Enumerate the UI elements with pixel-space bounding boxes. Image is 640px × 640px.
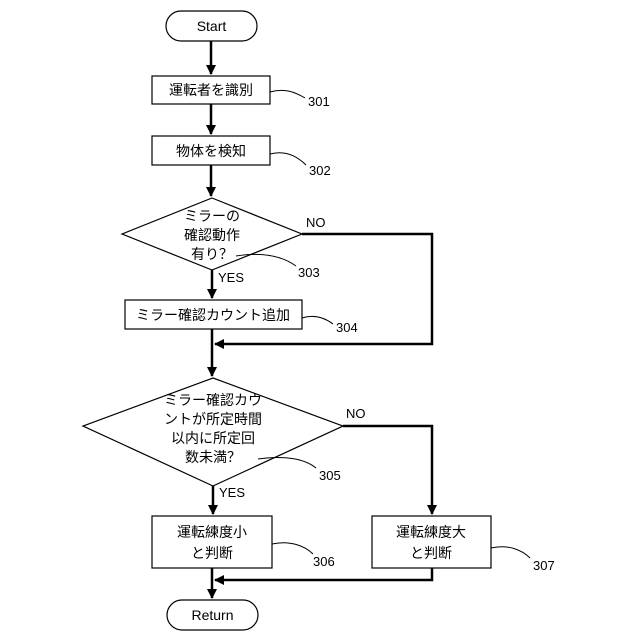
process-307-line1: 運転練度大: [396, 524, 466, 540]
decision-305-line1: ミラー確認カウ: [164, 392, 262, 408]
decision-303-line2: 確認動作: [184, 227, 240, 243]
process-302-text: 物体を検知: [176, 143, 246, 159]
process-306-line1: 運転練度小: [177, 524, 247, 540]
ref-305: 305: [319, 468, 341, 483]
ref-303: 303: [298, 265, 320, 280]
leader-line-302: [270, 153, 306, 165]
decision-303-line1: ミラーの: [184, 208, 240, 224]
decision-305-line2: ントが所定時間: [164, 411, 262, 427]
yes-label-303: YES: [218, 270, 244, 285]
decision-303-line3: 有り？: [191, 246, 233, 262]
process-301-text: 運転者を識別: [169, 82, 253, 98]
leader-line-304: [302, 316, 333, 324]
ref-304: 304: [336, 320, 358, 335]
decision-305-line3: 以内に所定回: [171, 430, 255, 446]
arrow-307-merge: [215, 568, 432, 580]
decision-305-line4: 数未満？: [185, 449, 241, 465]
process-306-line2: と判断: [191, 545, 233, 561]
ref-306: 306: [313, 554, 335, 569]
yes-label-305: YES: [219, 485, 245, 500]
process-304-text: ミラー確認カウント追加: [136, 307, 290, 323]
leader-line-307: [491, 547, 530, 558]
arrow-305-no: [343, 426, 432, 514]
no-label-305: NO: [346, 406, 366, 421]
leader-line-301: [270, 90, 305, 98]
return-label: Return: [191, 607, 233, 623]
ref-302: 302: [309, 163, 331, 178]
ref-301: 301: [308, 94, 330, 109]
no-label-303: NO: [306, 215, 326, 230]
process-307-line2: と判断: [410, 545, 452, 561]
leader-line-306: [272, 543, 313, 554]
start-label: Start: [197, 18, 227, 34]
ref-307: 307: [533, 558, 555, 573]
